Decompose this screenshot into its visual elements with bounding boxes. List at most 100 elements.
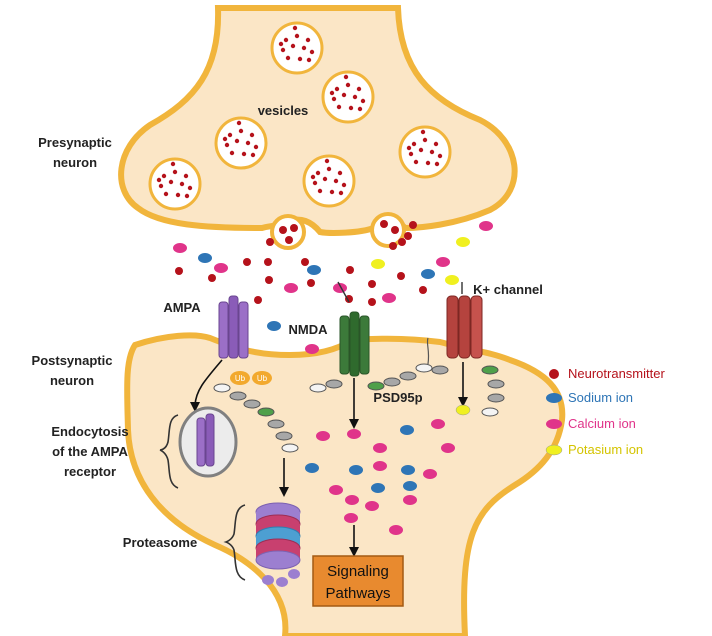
signaling-box <box>312 555 404 607</box>
sodium-ion <box>421 269 435 279</box>
legend-label-sodium: Sodium ion <box>568 390 633 405</box>
sodium-ion <box>307 265 321 275</box>
arrowhead <box>190 402 200 412</box>
calcium-ion <box>214 263 228 273</box>
vesicle-neurotransmitter-dot <box>187 185 193 191</box>
vesicle-neurotransmitter-dot <box>337 170 343 176</box>
vesicle-neurotransmitter-dot <box>183 173 189 179</box>
vesicle-neurotransmitter-dot <box>305 37 311 43</box>
fusion-pore <box>270 214 306 250</box>
vesicle-neurotransmitter-dot <box>290 43 296 49</box>
vesicle-neurotransmitter-dot <box>315 170 321 176</box>
vesicle-neurotransmitter-dot <box>234 138 240 144</box>
neurotransmitter-dot <box>285 236 293 244</box>
calcium-ion <box>436 257 450 267</box>
vesicle-neurotransmitter-dot <box>241 151 247 157</box>
vesicle-neurotransmitter-dot <box>352 94 358 100</box>
vesicle-neurotransmitter-dot <box>437 153 443 159</box>
vesicle-neurotransmitter-dot <box>429 149 435 155</box>
vesicle-neurotransmitter-dot <box>345 82 351 88</box>
vesicle-neurotransmitter-dot <box>250 152 256 158</box>
potassium-ion <box>456 237 470 247</box>
endocytosis-label-line2: of the AMPA <box>52 444 128 459</box>
neurotransmitter-dot <box>301 258 309 266</box>
calcium-ion <box>333 283 347 293</box>
vesicle-neurotransmitter-dot <box>418 147 424 153</box>
neurotransmitter-dot <box>307 279 315 287</box>
calcium-ion <box>344 513 358 523</box>
vesicle <box>302 154 356 208</box>
vesicle-neurotransmitter-dot <box>249 132 255 138</box>
vesicle-neurotransmitter-dot <box>336 104 342 110</box>
neurotransmitter-dot <box>175 267 183 275</box>
vesicle-neurotransmitter-dot <box>278 41 284 47</box>
k-channel-label: K+ channel <box>473 282 543 297</box>
vesicle-neurotransmitter-dot <box>343 74 349 80</box>
vesicle-neurotransmitter-dot <box>408 151 414 157</box>
postsynaptic-terminal <box>124 332 566 636</box>
nmda-label: NMDA <box>289 322 329 337</box>
k-channel <box>446 282 483 359</box>
calcium-ion <box>389 525 403 535</box>
calcium-ion <box>347 429 361 439</box>
calcium-ion <box>431 419 445 429</box>
vesicle-neurotransmitter-dot <box>329 189 335 195</box>
potassium-ion <box>371 259 385 269</box>
presynaptic-label-line2: neuron <box>53 155 97 170</box>
neurotransmitter-dot <box>380 220 388 228</box>
vesicle-neurotransmitter-dot <box>326 166 332 172</box>
vesicle-neurotransmitter-dot <box>310 174 316 180</box>
vesicle-neurotransmitter-dot <box>406 145 412 151</box>
neurotransmitter-dot <box>290 224 298 232</box>
sodium-ion <box>401 465 415 475</box>
ub-tags <box>230 371 272 385</box>
endocytosis-label-line1: Endocytosis <box>51 424 128 439</box>
vesicle <box>214 116 268 170</box>
vesicle-neurotransmitter-dot <box>297 56 303 62</box>
calcium-ion <box>316 431 330 441</box>
vesicle-neurotransmitter-dot <box>425 160 431 166</box>
endocytosis-label-line3: receptor <box>64 464 116 479</box>
calcium-ion <box>423 469 437 479</box>
fusion-pore <box>370 212 406 248</box>
vesicle-neurotransmitter-dot <box>341 182 347 188</box>
neurotransmitter-dot <box>391 226 399 234</box>
proteasome <box>255 502 301 587</box>
neurotransmitter-dot <box>397 272 405 280</box>
legend-swatch-neurotransmitter <box>549 369 559 379</box>
vesicle-neurotransmitter-dot <box>331 96 337 102</box>
calcium-ion <box>441 443 455 453</box>
ub-label: Ub <box>257 374 268 383</box>
vesicle-neurotransmitter-dot <box>253 144 259 150</box>
sodium-ion <box>267 321 281 331</box>
neurotransmitter-dot <box>409 221 417 229</box>
arrow-ampa-endocytosis <box>194 359 223 406</box>
neurotransmitter-dot <box>208 274 216 282</box>
calcium-ion <box>373 443 387 453</box>
neurotransmitter-dot <box>419 286 427 294</box>
vesicle-neurotransmitter-dot <box>309 49 315 55</box>
ampa-label: AMPA <box>163 300 201 315</box>
sodium-ion <box>305 463 319 473</box>
calcium-ion <box>345 495 359 505</box>
sodium-ion <box>400 425 414 435</box>
calcium-ion <box>479 221 493 231</box>
psd95-tether <box>426 337 430 365</box>
vesicle-neurotransmitter-dot <box>245 140 251 146</box>
sodium-ion <box>198 253 212 263</box>
neurotransmitter-dot <box>266 238 274 246</box>
ub-label: Ub <box>235 374 246 383</box>
neurotransmitter-dot <box>264 258 272 266</box>
vesicle-neurotransmitter-dot <box>422 137 428 143</box>
neurotransmitter-dot <box>279 226 287 234</box>
vesicle-neurotransmitter-dot <box>434 161 440 167</box>
psd95-chain <box>309 363 505 417</box>
sodium-ion <box>371 483 385 493</box>
sodium-ion <box>349 465 363 475</box>
neurotransmitter-dot <box>404 232 412 240</box>
presynaptic-label-line1: Presynaptic <box>38 135 112 150</box>
legend-label-potassium: Potasium ion <box>568 442 643 457</box>
vesicle-neurotransmitter-dot <box>184 193 190 199</box>
calcium-ion <box>373 461 387 471</box>
